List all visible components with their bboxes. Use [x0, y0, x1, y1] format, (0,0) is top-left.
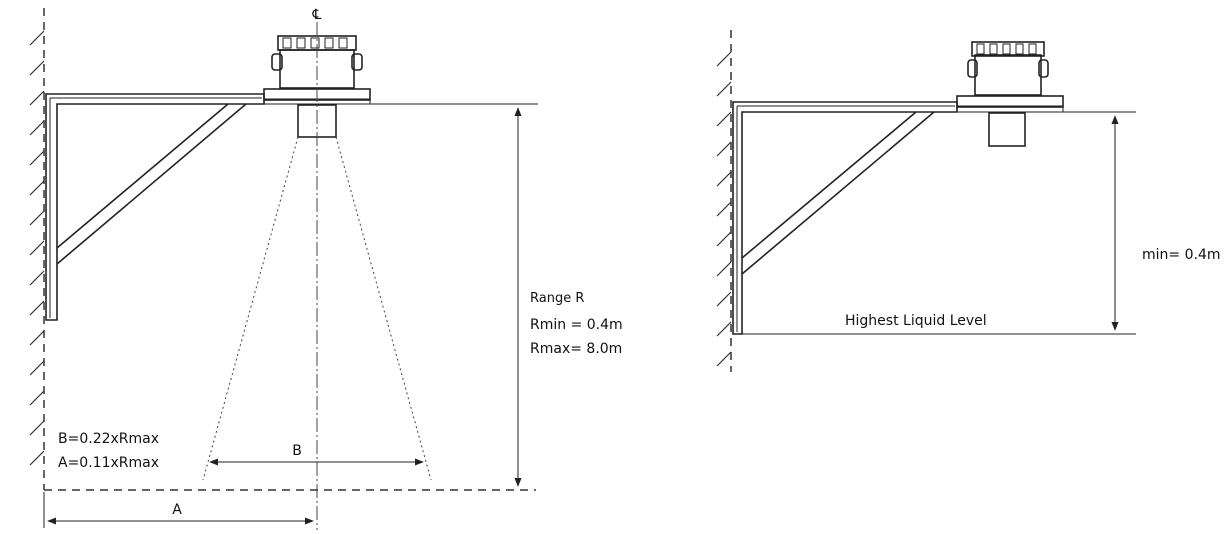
b-dimension-label: B — [292, 443, 302, 459]
a-formula: A=0.11xRmax — [58, 455, 159, 471]
right-installation-diagram: min= 0.4m Highest Liquid Level — [716, 30, 1220, 372]
a-dimension-label: A — [172, 502, 182, 518]
right-mounting-bracket — [732, 101, 958, 335]
left-wall — [29, 8, 45, 490]
min-distance-label: min= 0.4m — [1142, 247, 1220, 263]
centerline-symbol: ℄ — [312, 7, 322, 23]
right-sensor — [956, 41, 1064, 147]
left-mounting-bracket — [45, 93, 265, 321]
range-label: Range R — [530, 291, 584, 306]
b-formula: B=0.22xRmax — [58, 431, 159, 447]
left-installation-diagram: ℄ Range R Rmin = 0.4m Rmax= 8.0m B A B=0… — [29, 7, 623, 530]
rmax-label: Rmax= 8.0m — [530, 341, 622, 357]
rmin-label: Rmin = 0.4m — [530, 317, 623, 333]
right-wall — [716, 30, 732, 372]
beam-cone — [202, 136, 432, 481]
highest-liquid-level-label: Highest Liquid Level — [845, 313, 987, 329]
